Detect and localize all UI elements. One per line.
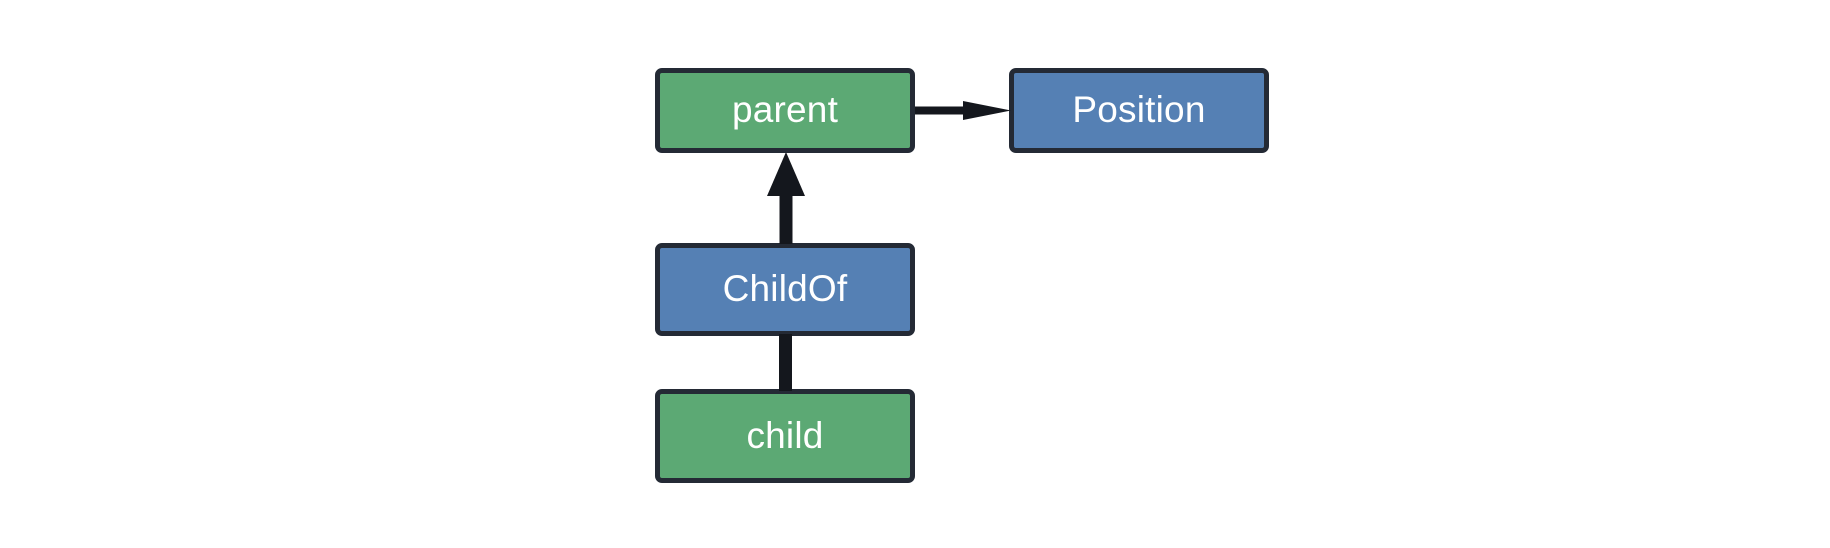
- node-childof[interactable]: ChildOf: [655, 243, 915, 336]
- node-position[interactable]: Position: [1009, 68, 1269, 153]
- node-child-label: child: [746, 414, 824, 456]
- edge-parent-to-position: [915, 101, 1011, 120]
- node-parent[interactable]: parent: [655, 68, 915, 153]
- node-parent-label: parent: [731, 89, 839, 130]
- edge-childof-to-parent: [767, 152, 805, 244]
- edge-child-to-childof: [779, 334, 792, 391]
- node-child[interactable]: child: [655, 389, 915, 483]
- node-position-label: Position: [1072, 89, 1206, 130]
- node-childof-label: ChildOf: [722, 268, 848, 309]
